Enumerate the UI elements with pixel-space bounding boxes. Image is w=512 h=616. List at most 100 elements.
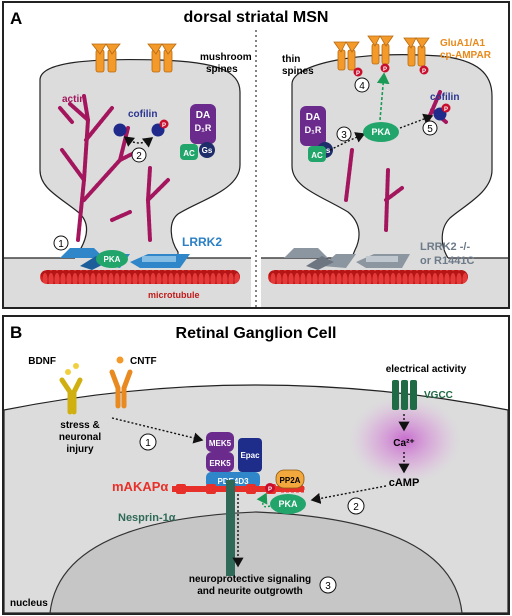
right-cofilin-label: cofilin bbox=[430, 92, 459, 103]
calcium-label: Ca²⁺ bbox=[393, 438, 414, 449]
cp-ampar-label: cp-AMPAR bbox=[440, 50, 492, 61]
right-pka bbox=[363, 122, 399, 142]
svg-text:5: 5 bbox=[427, 124, 433, 135]
svg-text:P: P bbox=[422, 69, 426, 75]
svg-text:3: 3 bbox=[325, 581, 331, 592]
makap-label: mAKAPα bbox=[112, 479, 168, 494]
svg-text:Gs: Gs bbox=[202, 146, 213, 155]
svg-text:DA: DA bbox=[306, 112, 320, 123]
electrical-activity-label: electrical activity bbox=[386, 364, 467, 375]
svg-text:PP2A: PP2A bbox=[280, 476, 301, 485]
left-step-1 bbox=[53, 235, 69, 251]
right-ac bbox=[308, 146, 326, 162]
left-cofilin-label: cofilin bbox=[128, 109, 157, 120]
vgcc-glow bbox=[349, 396, 461, 484]
lrrk2-label: LRRK2 bbox=[182, 235, 222, 249]
lrrk2-mutant-right bbox=[284, 248, 410, 270]
svg-text:P: P bbox=[162, 123, 166, 129]
nucleus-shape bbox=[49, 511, 463, 614]
right-ampa-receptor-3 bbox=[403, 37, 430, 67]
lrrk2-mutant-label-2: or R1441C bbox=[420, 255, 474, 267]
svg-text:1: 1 bbox=[58, 239, 64, 250]
svg-text:PKA: PKA bbox=[278, 499, 298, 509]
stress-label-1: stress & bbox=[60, 420, 99, 431]
svg-text:P: P bbox=[383, 67, 387, 73]
b-step-2 bbox=[347, 497, 365, 515]
panel-b: B Retinal Ganglion Cell nucleus BDNF CNT… bbox=[2, 315, 510, 615]
left-step-2 bbox=[131, 147, 147, 163]
right-step-3 bbox=[336, 126, 352, 142]
nucleus-label: nucleus bbox=[10, 598, 48, 609]
b-step-1 bbox=[139, 433, 157, 451]
stress-label-2: neuronal bbox=[59, 432, 101, 443]
left-gs bbox=[199, 142, 215, 158]
svg-text:AC: AC bbox=[311, 151, 323, 160]
vgcc-channel bbox=[392, 380, 417, 410]
stress-label-3: injury bbox=[66, 444, 94, 455]
svg-text:2: 2 bbox=[136, 151, 142, 162]
spines-label-left: spines bbox=[206, 64, 238, 75]
panel-a-title: dorsal striatal MSN bbox=[184, 9, 329, 26]
nesprin-label: Nesprin-1α bbox=[118, 512, 176, 524]
cntf-label: CNTF bbox=[130, 356, 157, 367]
left-pka bbox=[96, 250, 128, 268]
camp-label: cAMP bbox=[389, 477, 420, 489]
svg-text:P: P bbox=[444, 107, 448, 113]
svg-text:1: 1 bbox=[145, 438, 151, 449]
left-cofilin-p bbox=[159, 119, 169, 129]
svg-text:2: 2 bbox=[353, 502, 359, 513]
spines-label-right: spines bbox=[282, 66, 314, 77]
left-d1r bbox=[190, 104, 216, 144]
panel-a: A dorsal striatal MSN mushroom spines bbox=[2, 1, 510, 309]
svg-text:4: 4 bbox=[359, 81, 365, 92]
right-d1r bbox=[300, 106, 326, 146]
lrrk2-mutant-label-1: LRRK2 -/- bbox=[420, 241, 470, 253]
svg-text:DA: DA bbox=[196, 110, 210, 121]
svg-text:P: P bbox=[356, 71, 360, 77]
left-ac bbox=[180, 144, 198, 160]
vgcc-label: VGCC bbox=[424, 390, 453, 401]
svg-text:3: 3 bbox=[341, 130, 347, 141]
erk5 bbox=[206, 452, 234, 472]
glua-label: GluA1/A1 bbox=[440, 38, 485, 49]
outcome-label-1: neuroprotective signaling bbox=[189, 574, 311, 585]
makap-p bbox=[265, 483, 275, 493]
svg-text:PKA: PKA bbox=[104, 255, 121, 264]
svg-text:Epac: Epac bbox=[240, 451, 260, 460]
left-ampa-receptor-1 bbox=[91, 43, 121, 73]
b-pka bbox=[270, 494, 306, 514]
left-microtubule bbox=[40, 270, 240, 284]
right-step-4 bbox=[354, 77, 370, 93]
bdnf-ligand-1 bbox=[65, 369, 71, 375]
right-step-5 bbox=[422, 120, 438, 136]
mek5 bbox=[206, 432, 234, 452]
panel-b-letter: B bbox=[10, 323, 22, 342]
bdnf-ligand-2 bbox=[73, 363, 79, 369]
b-step-3 bbox=[319, 576, 337, 594]
svg-text:D₁R: D₁R bbox=[195, 123, 212, 133]
left-ampa-receptor-2 bbox=[147, 43, 177, 73]
svg-text:D₁R: D₁R bbox=[305, 125, 322, 135]
bdnf-label: BDNF bbox=[28, 356, 56, 367]
svg-text:ERK5: ERK5 bbox=[209, 459, 231, 468]
panel-b-title: Retinal Ganglion Cell bbox=[176, 325, 337, 342]
bdnf-receptor bbox=[59, 377, 83, 415]
right-ampa-receptor-1 bbox=[333, 41, 360, 71]
cntf-receptor bbox=[109, 369, 133, 409]
panel-a-letter: A bbox=[10, 9, 22, 28]
pp2a bbox=[275, 469, 305, 489]
nesprin-1a bbox=[226, 480, 235, 576]
right-microtubule bbox=[268, 270, 468, 284]
cntf-ligand bbox=[116, 356, 124, 364]
mushroom-label: mushroom bbox=[200, 52, 252, 63]
microtubule-label: microtubule bbox=[148, 290, 200, 300]
outcome-label-2: and neurite outgrowth bbox=[197, 586, 303, 597]
actin-label: actin bbox=[62, 94, 85, 105]
svg-text:P: P bbox=[268, 487, 272, 493]
svg-text:PKA: PKA bbox=[371, 127, 391, 137]
svg-text:MEK5: MEK5 bbox=[209, 439, 232, 448]
left-cofilin-unphos bbox=[113, 123, 127, 137]
epac bbox=[238, 438, 262, 472]
thin-label: thin bbox=[282, 54, 300, 65]
svg-text:AC: AC bbox=[183, 149, 195, 158]
